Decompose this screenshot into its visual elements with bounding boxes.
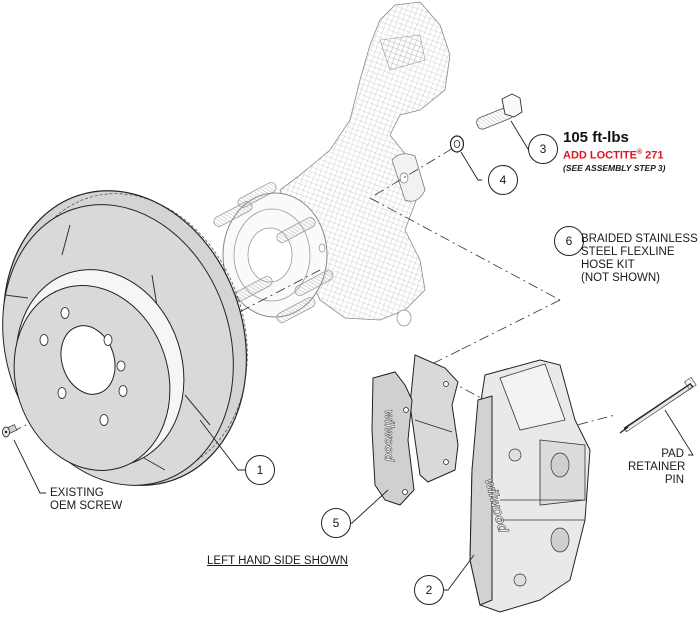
caliper-bolt (476, 93, 523, 130)
callout-2: 2 (414, 575, 444, 605)
hose-kit-note: BRAIDED STAINLESS STEEL FLEXLINE HOSE KI… (581, 233, 698, 284)
callout-3: 3 (528, 134, 558, 164)
pad-retainer-pin (619, 377, 697, 434)
pad-brand-mark: wilwood (382, 410, 397, 462)
callout-2-number: 2 (425, 583, 433, 597)
pad-retainer-pin-note: PAD RETAINER PIN (628, 448, 686, 486)
brake-rotor (2, 190, 248, 486)
assembly-step-ref: (SEE ASSEMBLY STEP 3) (563, 162, 666, 173)
brake-pads: wilwood (371, 354, 459, 506)
bolt-note: 105 ft-lbs ADD LOCTITE® 271 (SEE ASSEMBL… (563, 130, 666, 174)
callout-4: 4 (488, 165, 518, 195)
oem-screw-note: EXISTING OEM SCREW (50, 487, 123, 512)
callout-5: 5 (321, 508, 351, 538)
callout-1-number: 1 (256, 463, 264, 477)
loctite-note: ADD LOCTITE® 271 (563, 149, 664, 162)
callout-5-number: 5 (332, 516, 340, 530)
brake-caliper: wilwood (469, 359, 591, 613)
washer (449, 135, 465, 153)
callout-4-number: 4 (499, 173, 507, 187)
torque-spec: 105 ft-lbs (563, 129, 629, 146)
view-note: LEFT HAND SIDE SHOWN (207, 555, 348, 567)
wheel-studs (213, 182, 334, 323)
callout-6-number: 6 (565, 234, 573, 248)
callout-1: 1 (245, 455, 275, 485)
oem-screw (2, 424, 18, 438)
callout-6: 6 (554, 226, 584, 256)
callout-3-number: 3 (539, 142, 547, 156)
